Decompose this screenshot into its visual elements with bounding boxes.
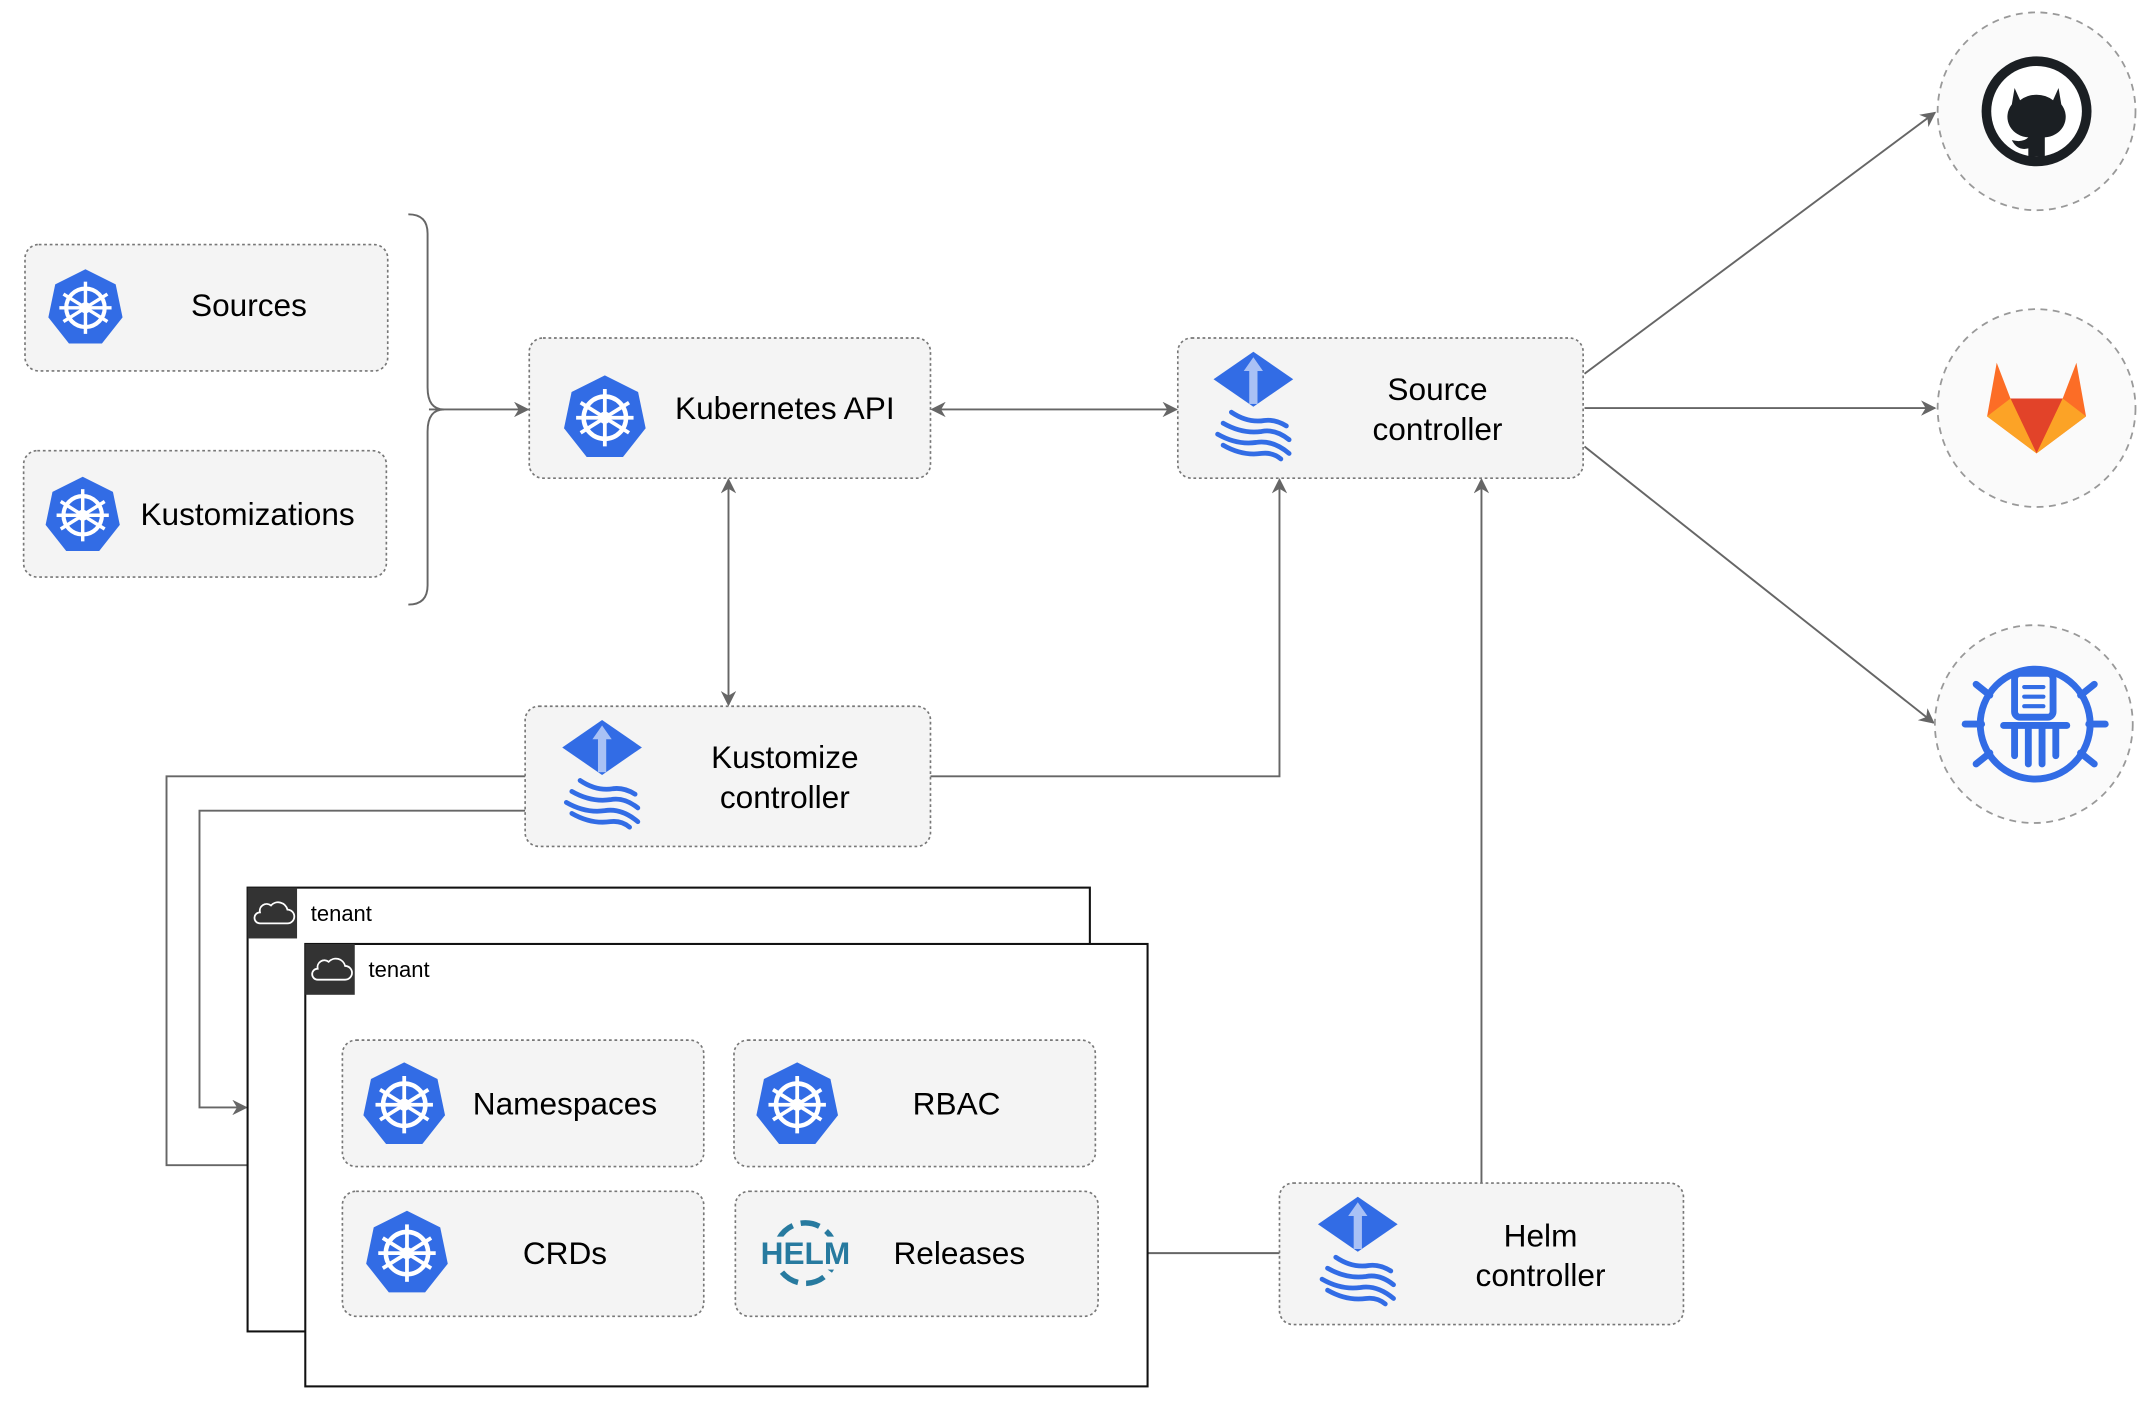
bucket-icon xyxy=(1961,665,2109,783)
edge-kustomize-to-tenant-back xyxy=(198,809,526,1116)
cloud-icon xyxy=(311,957,353,981)
node-helm-controller[interactable]: Helm controller xyxy=(1278,1182,1685,1326)
node-kustomizations[interactable]: Kustomizations xyxy=(22,449,388,578)
rbac-label: RBAC xyxy=(913,1085,1001,1121)
helm-controller-label-line1: Helm xyxy=(1504,1217,1578,1253)
cloud-icon-bg xyxy=(247,887,298,939)
external-bucket[interactable] xyxy=(1933,624,2134,824)
crds-label: CRDs xyxy=(523,1235,607,1271)
namespaces-label: Namespaces xyxy=(473,1085,657,1121)
source-controller-label-line2: controller xyxy=(1373,411,1503,447)
edge-kustomize-to-tenant-front xyxy=(165,775,526,1173)
node-kubernetes-api[interactable]: Kubernetes API xyxy=(528,337,932,479)
cloud-icon xyxy=(253,901,296,925)
tenant-front[interactable]: tenant Namespaces RBAC CRDs HELM Release… xyxy=(304,942,1149,1388)
edge-kustomize-to-source-controller xyxy=(930,477,1288,778)
external-github[interactable] xyxy=(1936,11,2137,212)
tenant-label: tenant xyxy=(369,957,430,982)
node-kustomize-controller[interactable]: Kustomize controller xyxy=(524,705,932,848)
github-icon xyxy=(1981,56,2092,167)
edge-source-to-github xyxy=(1583,111,1937,375)
helm-controller-label-line2: controller xyxy=(1476,1257,1606,1293)
helm-logo-text: HELM xyxy=(761,1235,851,1271)
kustomizations-label: Kustomizations xyxy=(140,496,354,532)
node-crds[interactable]: CRDs xyxy=(341,1190,705,1318)
sources-label: Sources xyxy=(191,287,307,323)
edge-source-to-bucket xyxy=(1583,445,1935,724)
tenant-label: tenant xyxy=(311,901,372,926)
node-releases[interactable]: HELM Releases xyxy=(734,1190,1099,1318)
cloud-icon-bg xyxy=(305,943,355,995)
node-rbac[interactable]: RBAC xyxy=(733,1039,1097,1168)
node-sources[interactable]: Sources xyxy=(24,243,389,372)
helm-icon: HELM xyxy=(755,1220,855,1287)
source-controller-label-line1: Source xyxy=(1387,371,1487,407)
kubernetes-api-label: Kubernetes API xyxy=(675,390,895,426)
node-namespaces[interactable]: Namespaces xyxy=(341,1039,705,1168)
releases-label: Releases xyxy=(893,1235,1025,1271)
kustomize-controller-label-line2: controller xyxy=(720,779,850,815)
external-gitlab[interactable] xyxy=(1936,308,2137,508)
kustomize-controller-label-line1: Kustomize xyxy=(711,739,858,775)
gitlab-icon xyxy=(1987,362,2087,454)
node-source-controller[interactable]: Source controller xyxy=(1176,337,1584,479)
